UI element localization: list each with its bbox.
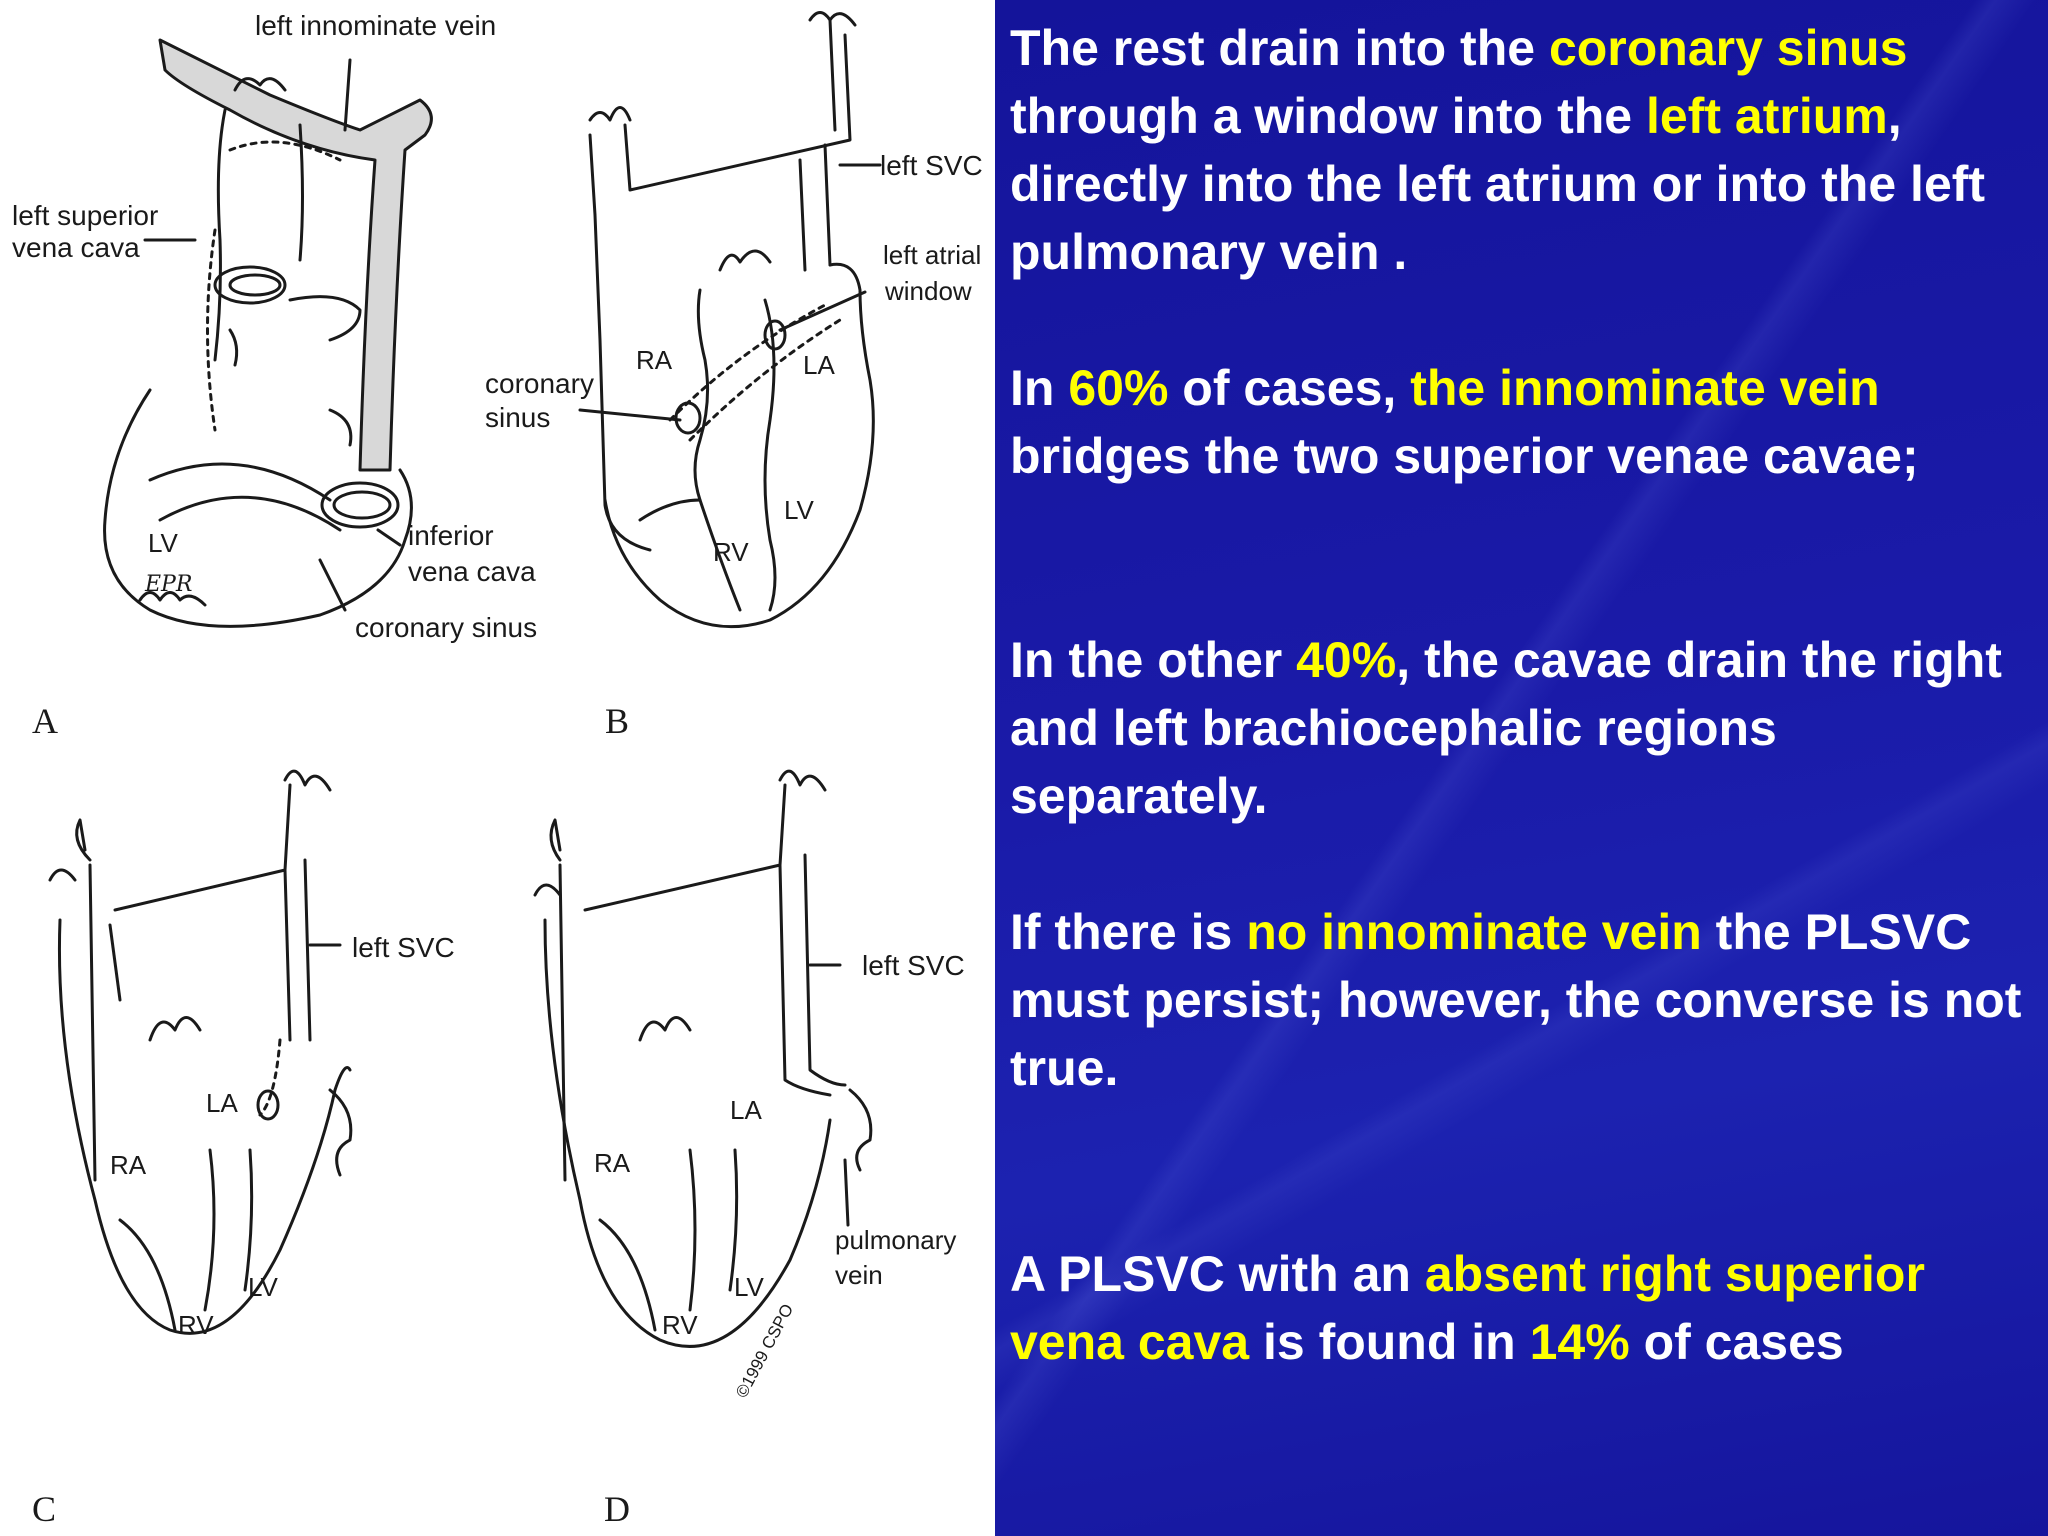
panel-label-a: A <box>32 701 58 741</box>
label-ra-d: RA <box>594 1148 631 1178</box>
figure-panel: left innominate vein left superior vena … <box>0 0 995 1536</box>
p5-highlight-absent-right-svc: absent right superior vena cava <box>1010 1246 1925 1370</box>
label-left-superior-vena-cava-1: left superior <box>12 200 159 231</box>
label-la-d: LA <box>730 1095 762 1125</box>
p5-text-2: is found in <box>1249 1314 1530 1370</box>
artist-signature: EPR <box>145 572 193 597</box>
label-lv-d: LV <box>734 1272 764 1302</box>
text-panel: The rest drain into the coronary sinus t… <box>995 0 2048 1536</box>
label-pulmonary-vein-2: vein <box>835 1260 883 1290</box>
p5-highlight-14: 14% <box>1529 1314 1630 1370</box>
p3-text-2: , the cavae drain the right and left bra… <box>1010 632 2002 824</box>
diagram-b <box>578 11 882 629</box>
paragraph-absent-right-svc: A PLSVC with an absent right superior ve… <box>1010 1240 2040 1376</box>
label-coronary-sinus-b-2: sinus <box>485 402 551 433</box>
diagram-a <box>103 38 433 628</box>
label-left-svc-c: left SVC <box>352 932 455 963</box>
label-ra-c: RA <box>110 1150 147 1180</box>
label-rv-d: RV <box>662 1310 698 1340</box>
p3-text-1: In the other <box>1010 632 1297 688</box>
p2-text-2: of cases, <box>1168 360 1411 416</box>
label-rv-c: RV <box>178 1310 214 1340</box>
paragraph-40-percent: In the other 40%, the cavae drain the ri… <box>1010 626 2040 830</box>
label-lv-a: LV <box>148 528 178 558</box>
label-left-atrial-window-2: window <box>885 276 972 306</box>
p2-text-1: In <box>1010 360 1069 416</box>
label-left-superior-vena-cava-2: vena cava <box>12 232 140 263</box>
p4-highlight-no-innominate-vein: no innominate vein <box>1246 904 1702 960</box>
p2-highlight-innominate-vein: the innominate vein <box>1410 360 1880 416</box>
heart-c-outline <box>57 918 352 1335</box>
p5-text-3: of cases <box>1629 1314 1844 1370</box>
label-ra-b: RA <box>636 345 673 375</box>
p1-highlight-coronary-sinus: coronary sinus <box>1548 20 1908 76</box>
label-left-atrial-window-1: left atrial <box>883 240 982 270</box>
diagram-d <box>533 769 873 1348</box>
paragraph-60-percent: In 60% of cases, the innominate vein bri… <box>1010 354 2040 490</box>
label-inferior-vena-cava-2: vena cava <box>408 556 536 587</box>
p1-text-3: , directly into the left atrium or into … <box>1010 88 1986 280</box>
lsvc-shaded-band <box>158 38 433 472</box>
heart-d-outline <box>543 918 832 1348</box>
p4-text-1: If there is <box>1010 904 1247 960</box>
label-left-svc-b: left SVC <box>880 150 983 181</box>
diagram-c <box>48 769 353 1335</box>
p2-highlight-60: 60% <box>1068 360 1169 416</box>
label-lv-c: LV <box>248 1272 278 1302</box>
heart-b-outline <box>603 262 875 629</box>
label-coronary-sinus-b-1: coronary <box>485 368 594 399</box>
paragraph-no-innominate: If there is no innominate vein the PLSVC… <box>1010 898 2040 1102</box>
p5-text-1: A PLSVC with an <box>1010 1246 1425 1302</box>
p3-highlight-40: 40% <box>1296 632 1397 688</box>
label-inferior-vena-cava-1: inferior <box>408 520 494 551</box>
heart-a-outline <box>103 388 413 628</box>
panel-label-b: B <box>605 701 630 741</box>
label-coronary-sinus-a: coronary sinus <box>355 612 538 643</box>
p2-text-3: bridges the two superior venae cavae; <box>1010 428 1919 484</box>
label-la-b: LA <box>803 350 835 380</box>
label-left-svc-d: left SVC <box>862 950 965 981</box>
label-rv-b: RV <box>713 537 749 567</box>
p1-text-2: through a window into the <box>1010 88 1647 144</box>
p1-highlight-left-atrium: left atrium <box>1646 88 1888 144</box>
label-la-c: LA <box>206 1088 238 1118</box>
label-left-innominate-vein: left innominate vein <box>255 10 497 41</box>
p1-text-1: The rest drain into the <box>1010 20 1549 76</box>
label-lv-b: LV <box>784 495 814 525</box>
label-pulmonary-vein-1: pulmonary <box>835 1225 957 1255</box>
panel-label-d: D <box>604 1489 630 1529</box>
heart-diagrams <box>48 11 882 1348</box>
paragraph-drainage: The rest drain into the coronary sinus t… <box>1010 14 2040 286</box>
panel-label-c: C <box>32 1489 57 1529</box>
p4-text-2: the PLSVC must persist; however, the con… <box>1010 904 2022 1096</box>
